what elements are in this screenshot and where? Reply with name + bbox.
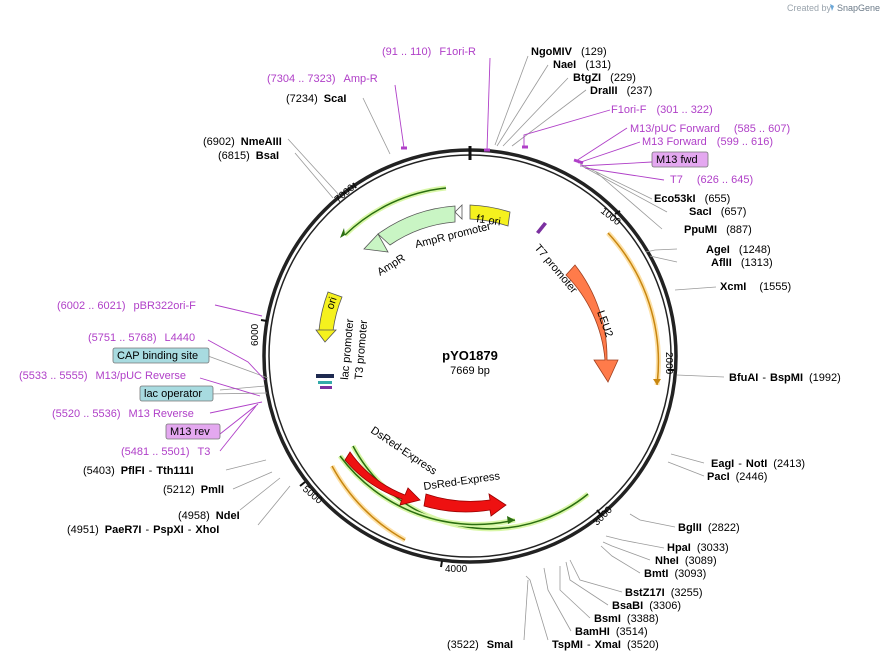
m13-rev-label: M13 rev (170, 426, 210, 438)
tick-mark (614, 210, 621, 215)
feature-label-t3-promoter: T3 promoter (353, 319, 370, 380)
primer-label: T7(626 .. 645) (670, 174, 753, 186)
tick-mark (440, 560, 443, 568)
enzyme-label: BmtI(3093) (644, 568, 706, 580)
tick-label: 2000 (663, 352, 674, 375)
tick-label: 1000 (598, 206, 623, 229)
primer-label: (5481 .. 5501)T3 (121, 446, 210, 458)
orf-arcs (329, 185, 661, 543)
enzyme-label: Eco53kI (655) (654, 193, 730, 205)
orf-arrow (653, 379, 661, 385)
enzyme-label: BfuAI-BspMI(1992) (729, 372, 841, 384)
orf-arc (331, 465, 406, 541)
enzyme-label: NaeI (131) (553, 59, 611, 71)
feature-label-f1-ori: f1 ori (476, 213, 502, 228)
enzyme-label: BstZ17I(3255) (625, 587, 703, 599)
enzyme-label: BglII(2822) (678, 522, 740, 534)
m13-rev-box (165, 423, 221, 440)
orf-arc (344, 187, 447, 236)
primer-label: F1ori-F(301 .. 322) (611, 104, 713, 116)
m13-fwd-box (651, 151, 709, 168)
plasmid-length: 7669 bp (450, 365, 490, 377)
primer-leaders (199, 57, 665, 452)
primer-label: (5751 .. 5768)L4440 (88, 332, 195, 344)
enzyme-label: (5403)PflFI-Tth111I (83, 465, 194, 477)
features (315, 204, 619, 517)
ticks: 1000 2000 3000 4000 5000 6000 7000 (250, 182, 674, 575)
tick-label: 5000 (300, 484, 324, 507)
enzyme-label: HpaI(3033) (667, 542, 729, 554)
feature-label-ori: ori (324, 296, 339, 311)
enzyme-label: TspMI-XmaI(3520) (552, 639, 659, 651)
enzyme-label: (6815)BsaI (218, 150, 279, 162)
enzyme-label: EagI-NotI(2413) (711, 458, 805, 470)
tick-label: 6000 (250, 323, 261, 346)
created-by-text: Created by (787, 3, 832, 13)
ori-arrowhead (315, 329, 337, 343)
primer-label: (6002 .. 6021)pBR322ori-F (57, 300, 196, 312)
lac-operator-label: lac operator (144, 388, 202, 400)
enzyme-label: (4951)PaeR7I-PspXI-XhoI (67, 524, 219, 536)
lac-promoter-feature (316, 374, 334, 378)
enzyme-label: SacI (657) (689, 206, 746, 218)
primer-labels: (91 .. 110)F1ori-R (7304 .. 7323)Amp-R F… (19, 46, 790, 458)
primer-markers (401, 145, 584, 165)
feature-label-ampr: AmpR (375, 252, 407, 278)
snapgene-brand: SnapGene (837, 3, 880, 13)
f1-ori-feature (469, 204, 511, 227)
orf-arrow (340, 228, 345, 238)
snapgene-logo-icon (830, 4, 834, 11)
orf-arc (607, 232, 660, 386)
t7-promoter-feature (536, 222, 547, 234)
primer-label: (7304 .. 7323)Amp-R (267, 73, 378, 85)
enzyme-label: XcmI (1555) (720, 281, 791, 293)
cap-binding-label: CAP binding site (117, 350, 198, 362)
enzyme-label: (5212)PmlI (163, 484, 224, 496)
enzyme-label: (7234)ScaI (286, 93, 346, 105)
ampr-arrowhead (363, 233, 389, 253)
enzyme-labels: NgoMIV (129) NaeI (131) BtgZI (229) DraI… (67, 46, 841, 651)
orf-arrow (507, 516, 515, 524)
feature-label-lac-promoter: lac promoter (339, 318, 356, 380)
ampr-feature (377, 205, 456, 246)
primer-label: (91 .. 110)F1ori-R (382, 46, 476, 58)
tick-mark (352, 182, 357, 189)
primer-label: M13/pUC Forward(585 .. 607) (630, 123, 790, 135)
leader-lines (207, 55, 725, 641)
t3-promoter-feature (320, 386, 332, 389)
tick-label: 4000 (445, 564, 468, 575)
primer-label: M13 Forward(599 .. 616) (642, 136, 773, 148)
enzyme-label: BsaBI(3306) (612, 600, 681, 612)
tick-mark (260, 319, 268, 322)
enzyme-label: PpuMI (887) (684, 224, 752, 236)
orf-arc (339, 455, 516, 526)
enzyme-label: NheI(3089) (655, 555, 717, 567)
tick-mark (299, 481, 306, 487)
dsred-feature-1 (344, 451, 421, 506)
enzyme-label: (6902)NmeAIII (203, 136, 282, 148)
tick-mark (596, 509, 602, 516)
primer-label: (5533 .. 5555)M13/pUC Reverse (19, 370, 186, 382)
leu2-feature (565, 264, 619, 383)
feature-label-dsred-1: DsRed-Express (368, 425, 439, 478)
enzyme-label: PacI(2446) (707, 471, 767, 483)
enzyme-label: BsmI(3388) (594, 613, 659, 625)
amp-promoter-feature (454, 204, 463, 220)
lac-operator-feature (318, 381, 332, 384)
m13-fwd-label: M13 fwd (656, 154, 698, 166)
lac-operator-box (139, 385, 214, 402)
dsred-feature-2 (423, 493, 507, 517)
enzyme-label: (4958)NdeI (178, 510, 240, 522)
enzyme-label: AflII (1313) (711, 257, 773, 269)
enzyme-label: (3522)SmaI (447, 639, 513, 651)
enzyme-label: BtgZI (229) (573, 72, 636, 84)
enzyme-label: AgeI (1248) (706, 244, 771, 256)
cap-binding-box (112, 347, 210, 364)
plasmid-name: pYO1879 (442, 348, 498, 363)
enzyme-label: DraIII (237) (590, 85, 652, 97)
primer-label: (5520 .. 5536)M13 Reverse (52, 408, 194, 420)
enzyme-label: BamHI(3514) (575, 626, 648, 638)
enzyme-label: NgoMIV (129) (531, 46, 607, 58)
